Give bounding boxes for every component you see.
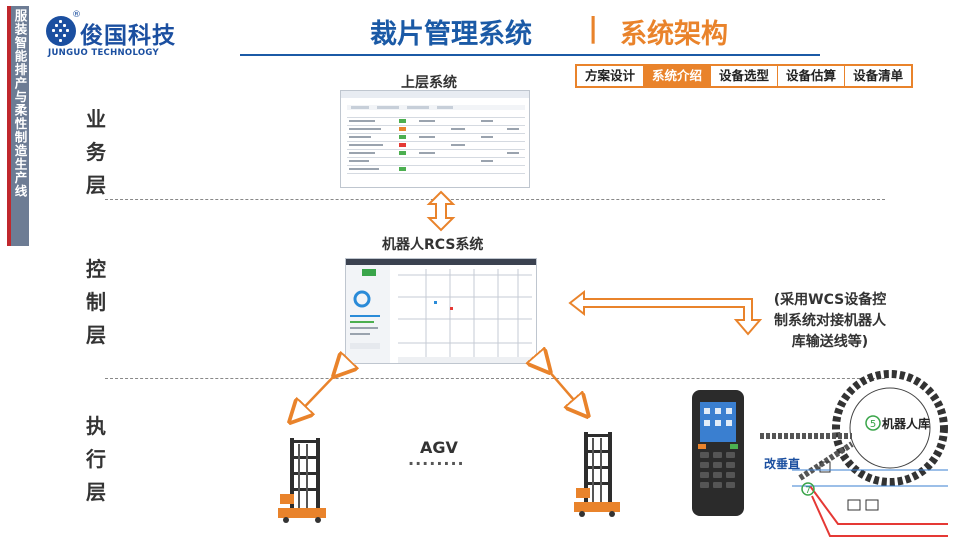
agv-label: AGV: [420, 438, 458, 457]
upper-system-caption: 上层系统: [401, 75, 457, 91]
layer-label-execution: 执行层: [86, 414, 106, 504]
page-subtitle: 系统架构: [620, 19, 728, 50]
title-separator: |: [588, 11, 599, 44]
agv-robot-left-icon: [278, 438, 326, 523]
upper-system-table-graphic: [341, 91, 529, 174]
agv-robot-right-icon: [574, 432, 620, 517]
upper-system-screenshot: [340, 90, 530, 188]
handheld-pda-icon: [692, 390, 744, 516]
warehouse-number: 5: [870, 419, 876, 430]
rcs-system-screenshot: [345, 258, 537, 364]
warehouse-mark: 改垂直: [764, 456, 800, 471]
page-title: 裁片管理系统: [370, 19, 532, 50]
robot-warehouse-layout: 5 机器人库 7 改垂直: [760, 370, 948, 537]
tab-equipment-selection[interactable]: 设备选型: [711, 66, 779, 86]
tab-equipment-list[interactable]: 设备清单: [853, 68, 904, 83]
arrow-rcs-to-wcs: [568, 289, 763, 336]
rcs-system-caption: 机器人RCS系统: [382, 237, 484, 253]
arrow-rcs-to-agv-left: [292, 374, 336, 420]
layer-divider-top: [105, 199, 885, 200]
logo-name-en: JUNGUO TECHNOLOGY: [48, 48, 159, 58]
logo-name-cn: 俊国科技: [80, 23, 176, 49]
logo-mark-icon: [46, 16, 76, 46]
layer-divider-bottom: [105, 378, 885, 379]
arrow-upper-to-rcs: [426, 190, 456, 232]
side-banner-text: 服装智能排产与柔性制造生产线: [12, 9, 28, 198]
section-tabs: 方案设计 系统介绍 设备选型 设备估算 设备清单: [575, 64, 914, 88]
tab-equipment-estimate[interactable]: 设备估算: [778, 66, 846, 86]
logo-registered-mark: ®: [72, 10, 81, 20]
title-underline: [240, 54, 820, 56]
layer-label-control: 控制层: [86, 257, 106, 347]
layer-label-business: 业务层: [86, 107, 106, 197]
agv-dots: ........: [408, 450, 465, 469]
company-logo: ® 俊国科技 JUNGUO TECHNOLOGY: [46, 10, 196, 60]
side-banner: 服装智能排产与柔性制造生产线: [7, 6, 29, 246]
tab-solution-design[interactable]: 方案设计: [577, 66, 645, 86]
rcs-dashboard-graphic: [346, 259, 536, 363]
wcs-note: (采用WCS设备控制系统对接机器人库输送线等): [773, 292, 887, 350]
warehouse-label: 机器人库: [882, 416, 930, 431]
arrow-rcs-to-agv-right: [548, 370, 586, 414]
tab-system-intro[interactable]: 系统介绍: [644, 66, 712, 86]
warehouse-number-2: 7: [805, 486, 811, 496]
